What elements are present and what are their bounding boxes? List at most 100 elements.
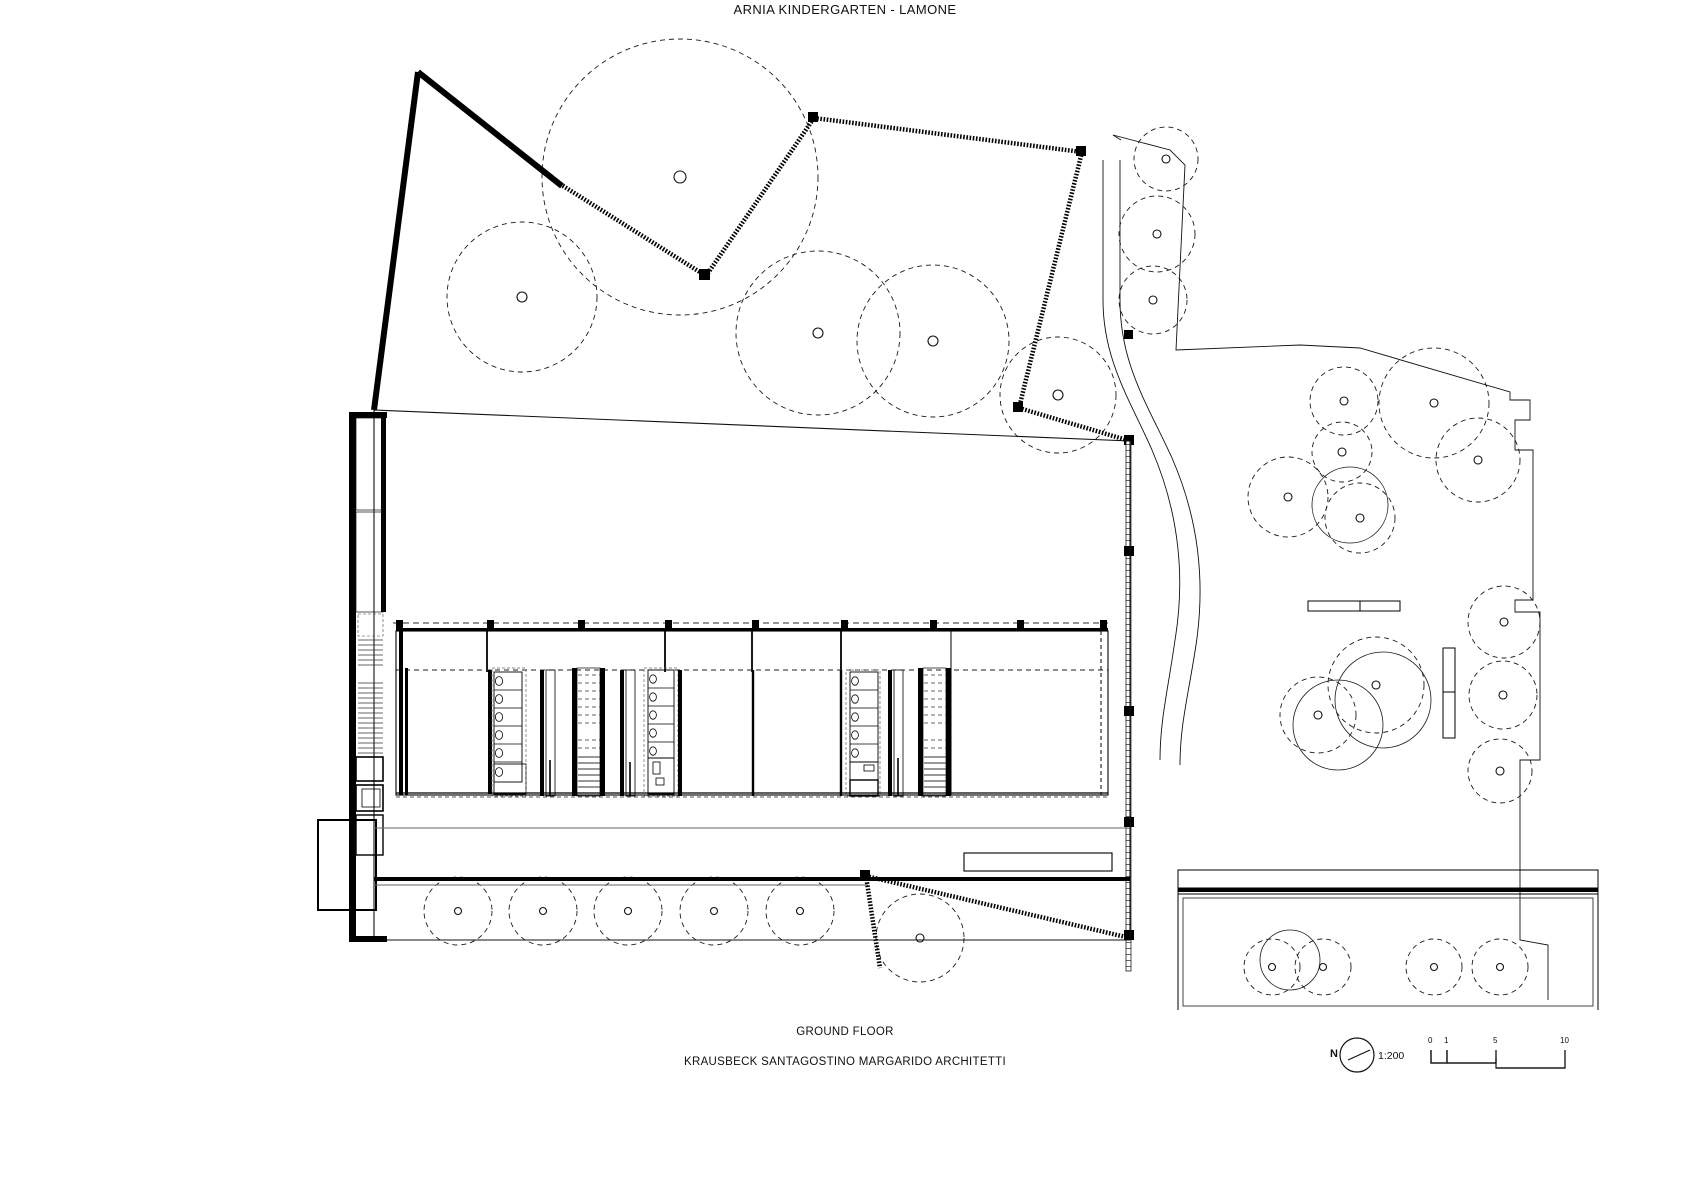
fence-hatched-segment xyxy=(558,182,708,278)
service-room-a xyxy=(355,756,384,782)
fence-post xyxy=(1076,146,1086,156)
east-benches xyxy=(1307,600,1456,739)
wall-openings xyxy=(1124,330,1133,339)
tree-canopy-solid xyxy=(1259,929,1321,991)
tree-canopy xyxy=(1279,676,1357,754)
bench-2 xyxy=(1442,647,1456,739)
tree-canopy xyxy=(1378,347,1490,459)
tree-trunk xyxy=(1267,962,1277,972)
stair-wall-left xyxy=(572,668,577,796)
tree-trunk xyxy=(1371,680,1381,690)
tree-canopy xyxy=(735,250,901,416)
tree-trunk xyxy=(1318,962,1328,972)
tree-canopy-solid xyxy=(1292,679,1384,771)
tree-trunk xyxy=(673,170,687,184)
structural-columns xyxy=(396,620,1107,629)
southwest-annex xyxy=(317,819,377,911)
tree-canopy xyxy=(765,876,835,946)
tree-trunk xyxy=(1499,617,1509,627)
stair-core-b xyxy=(572,667,605,797)
tree-canopy xyxy=(593,876,663,946)
light-slot-b xyxy=(620,669,636,797)
fence-post xyxy=(808,112,818,122)
tree-canopy xyxy=(856,264,1010,418)
locker-run-a xyxy=(488,667,527,797)
classroom-partitions xyxy=(751,670,843,796)
tree-trunk xyxy=(1355,513,1365,523)
west-wall-details xyxy=(355,417,384,637)
tree-canopy xyxy=(1467,585,1541,659)
tree-canopy xyxy=(1243,938,1301,996)
classroom-bar xyxy=(393,620,1109,798)
sanitary-fixtures xyxy=(494,676,503,777)
partition-wall xyxy=(488,670,492,794)
open-hall-right xyxy=(950,630,1109,796)
fence-post xyxy=(1124,930,1134,940)
west-stair-treads xyxy=(358,639,383,754)
tree-trunk xyxy=(1313,710,1323,720)
tree-canopy-solid xyxy=(1334,651,1432,749)
scale-tick-0: 0 xyxy=(1428,1036,1433,1045)
fence-post xyxy=(699,269,710,280)
tree-canopy xyxy=(999,336,1117,454)
tree-canopy xyxy=(1118,265,1188,335)
stair-upper-treads xyxy=(578,674,600,724)
west-stair-hatch xyxy=(357,613,384,637)
fence-post xyxy=(860,870,870,880)
tree-trunk xyxy=(1161,154,1171,164)
drawing-caption: GROUND FLOOR xyxy=(796,1026,894,1038)
fence-hatched-segment xyxy=(813,115,1083,155)
fence-hatched-segment xyxy=(1018,405,1131,444)
classroom-west-wall-inner xyxy=(405,668,408,795)
tree-canopy xyxy=(1405,938,1463,996)
fence-post xyxy=(1124,817,1134,827)
south-wing-wall xyxy=(374,877,1130,881)
stair-wall-right xyxy=(600,668,605,796)
fence-hatched-segment xyxy=(704,116,816,278)
tree-trunk xyxy=(1495,766,1505,776)
bench-1 xyxy=(1307,600,1401,612)
locker-run-d xyxy=(845,669,881,797)
stair-lower-treads xyxy=(578,756,600,794)
tree-trunk xyxy=(1498,690,1508,700)
firm-credit: KRAUSBECK SANTAGOSTINO MARGARIDO ARCHITE… xyxy=(684,1056,1006,1068)
wc-core-c xyxy=(643,667,682,797)
page-title: ARNIA KINDERGARTEN - LAMONE xyxy=(733,2,957,17)
site-context-layer xyxy=(371,38,1549,1000)
tree-canopy-solid xyxy=(1311,466,1389,544)
tree-canopy xyxy=(1311,421,1373,483)
tree-trunk xyxy=(812,327,824,339)
wall-cap-bottom xyxy=(349,936,387,942)
tree-trunk xyxy=(927,335,939,347)
light-slot-c xyxy=(888,669,904,797)
tree-trunk xyxy=(1283,492,1293,502)
plot-outline xyxy=(373,409,1131,941)
tree-trunk xyxy=(623,906,633,916)
scale-tick-5: 5 xyxy=(1493,1036,1498,1045)
fence-hatched-segment xyxy=(863,875,883,969)
north-arrow-circle xyxy=(1339,1037,1375,1073)
fence-hatched-segment xyxy=(1016,151,1085,409)
tree-trunk xyxy=(1429,962,1439,972)
service-room-c xyxy=(355,814,384,856)
tree-canopy xyxy=(1309,366,1379,436)
scale-tick-1: 1 xyxy=(1444,1036,1449,1045)
tree-trunk xyxy=(1052,389,1064,401)
classroom-bar-top-wall xyxy=(396,628,1108,632)
tree-trunk xyxy=(795,906,805,916)
tree-canopy xyxy=(1294,938,1352,996)
tree-canopy xyxy=(1467,738,1533,804)
tree-trunk xyxy=(1152,229,1162,239)
classroom-west-wall xyxy=(399,631,403,795)
site-boundary-lines xyxy=(1112,134,1549,1000)
corridor-band xyxy=(486,631,842,672)
service-room-b xyxy=(355,784,384,812)
tree-trunk xyxy=(516,291,528,303)
south-bench xyxy=(963,852,1113,872)
tree-trunk xyxy=(1473,455,1483,465)
tree-canopy xyxy=(1327,636,1425,734)
north-arrow-needle xyxy=(1347,1049,1371,1061)
tree-canopy xyxy=(679,876,749,946)
tree-canopy xyxy=(1468,660,1538,730)
stair-core-e xyxy=(918,667,951,797)
